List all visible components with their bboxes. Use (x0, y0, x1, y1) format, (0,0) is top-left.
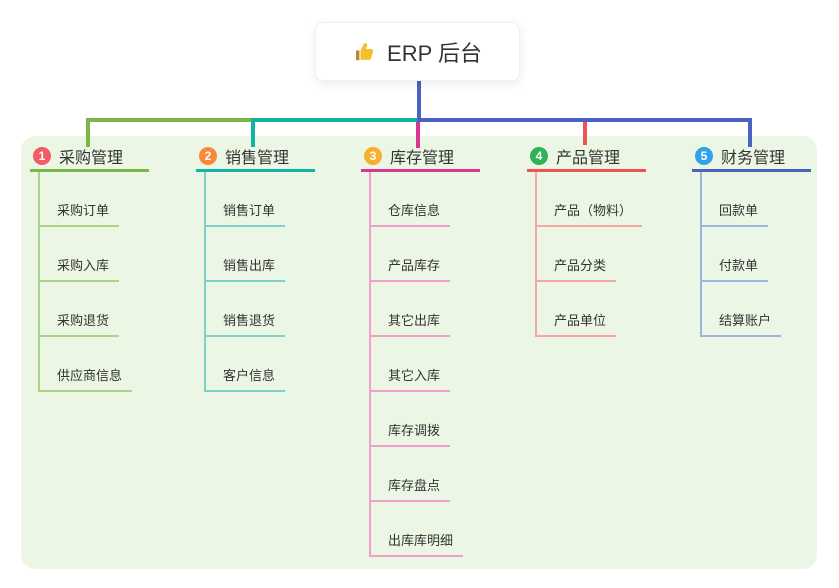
branch-purchase: 1 采购管理 采购订单 采购入库 采购退货 供应商信息 (30, 145, 162, 392)
branch-number-badge: 1 (33, 146, 51, 165)
branch-purchase-header[interactable]: 1 采购管理 (30, 145, 149, 172)
mindmap-node[interactable]: 采购入库 (40, 255, 120, 282)
mindmap-node[interactable]: 产品分类 (537, 255, 617, 282)
branch-finance-header[interactable]: 5 财务管理 (692, 145, 811, 172)
node-row: 采购退货 (40, 282, 132, 337)
node-row: 库存调拨 (371, 392, 463, 447)
branch-inventory-children: 仓库信息 产品库存 其它出库 其它入库 库存调拨 库存盘点 出库库明细 (369, 172, 464, 557)
node-row: 其它出库 (371, 282, 463, 337)
mindmap-node[interactable]: 采购订单 (40, 200, 120, 227)
node-row: 结算账户 (702, 282, 782, 337)
branch-5-drop-line (748, 120, 752, 147)
node-row: 产品库存 (371, 227, 463, 282)
node-row: 产品分类 (537, 227, 642, 282)
node-row: 销售退货 (206, 282, 286, 337)
node-row: 产品单位 (537, 282, 642, 337)
node-row: 其它入库 (371, 337, 463, 392)
branch-title: 财务管理 (721, 149, 786, 167)
branch-number-badge: 4 (530, 146, 548, 165)
branches-panel (21, 136, 817, 569)
node-row: 仓库信息 (371, 172, 463, 227)
root-node[interactable]: ERP 后台 (315, 22, 520, 81)
root-connector-line (417, 80, 421, 120)
branch-5-bus-line (417, 118, 752, 122)
branch-title: 库存管理 (390, 149, 455, 167)
mindmap-node[interactable]: 付款单 (702, 255, 769, 282)
branch-4-drop-line (583, 120, 587, 145)
node-row: 出库库明细 (371, 502, 464, 557)
mindmap-node[interactable]: 产品库存 (371, 255, 451, 282)
node-row: 库存盘点 (371, 447, 463, 502)
mindmap-node[interactable]: 出库库明细 (371, 530, 464, 557)
branch-title: 采购管理 (59, 149, 124, 167)
mindmap-node[interactable]: 库存调拨 (371, 420, 451, 447)
branch-inventory: 3 库存管理 仓库信息 产品库存 其它出库 其它入库 库存调拨 库存盘点 出库库… (361, 145, 493, 557)
branch-product-children: 产品（物料） 产品分类 产品单位 (535, 172, 643, 337)
branch-number-badge: 3 (364, 146, 382, 165)
branch-sales-header[interactable]: 2 销售管理 (196, 145, 315, 172)
node-row: 采购入库 (40, 227, 132, 282)
branch-2-bus-line (251, 118, 419, 122)
mindmap-node[interactable]: 供应商信息 (40, 365, 133, 392)
mindmap-node[interactable]: 结算账户 (702, 310, 782, 337)
node-row: 客户信息 (206, 337, 286, 392)
mindmap-node[interactable]: 回款单 (702, 200, 769, 227)
branch-sales: 2 销售管理 销售订单 销售出库 销售退货 客户信息 (196, 145, 328, 392)
mindmap-node[interactable]: 采购退货 (40, 310, 120, 337)
branch-number-badge: 2 (199, 146, 217, 165)
node-row: 回款单 (702, 172, 781, 227)
mindmap-node[interactable]: 产品（物料） (537, 200, 643, 227)
root-title: ERP 后台 (387, 40, 482, 66)
mindmap-node[interactable]: 销售订单 (206, 200, 286, 227)
branch-2-drop-line (251, 120, 255, 147)
branch-purchase-children: 采购订单 采购入库 采购退货 供应商信息 (38, 172, 133, 392)
node-row: 供应商信息 (40, 337, 133, 392)
mindmap-node[interactable]: 其它出库 (371, 310, 451, 337)
thumbs-up-icon (353, 40, 377, 64)
branch-product-header[interactable]: 4 产品管理 (527, 145, 646, 172)
mindmap-node[interactable]: 库存盘点 (371, 475, 451, 502)
branch-1-bus-line (86, 118, 253, 122)
mindmap-node[interactable]: 仓库信息 (371, 200, 451, 227)
node-row: 采购订单 (40, 172, 132, 227)
branch-finance: 5 财务管理 回款单 付款单 结算账户 (692, 145, 824, 337)
branch-title: 销售管理 (225, 149, 290, 167)
mindmap-node[interactable]: 销售出库 (206, 255, 286, 282)
mindmap-node[interactable]: 销售退货 (206, 310, 286, 337)
mindmap-node[interactable]: 客户信息 (206, 365, 286, 392)
branch-3-drop-line (416, 120, 420, 148)
branch-number-badge: 5 (695, 146, 713, 165)
branch-finance-children: 回款单 付款单 结算账户 (700, 172, 782, 337)
branch-1-drop-line (86, 120, 90, 147)
mindmap-node[interactable]: 其它入库 (371, 365, 451, 392)
branch-sales-children: 销售订单 销售出库 销售退货 客户信息 (204, 172, 286, 392)
node-row: 销售出库 (206, 227, 286, 282)
node-row: 付款单 (702, 227, 781, 282)
node-row: 销售订单 (206, 172, 286, 227)
node-row: 产品（物料） (537, 172, 643, 227)
branch-inventory-header[interactable]: 3 库存管理 (361, 145, 480, 172)
branch-title: 产品管理 (556, 149, 621, 167)
branch-product: 4 产品管理 产品（物料） 产品分类 产品单位 (527, 145, 659, 337)
mindmap-node[interactable]: 产品单位 (537, 310, 617, 337)
